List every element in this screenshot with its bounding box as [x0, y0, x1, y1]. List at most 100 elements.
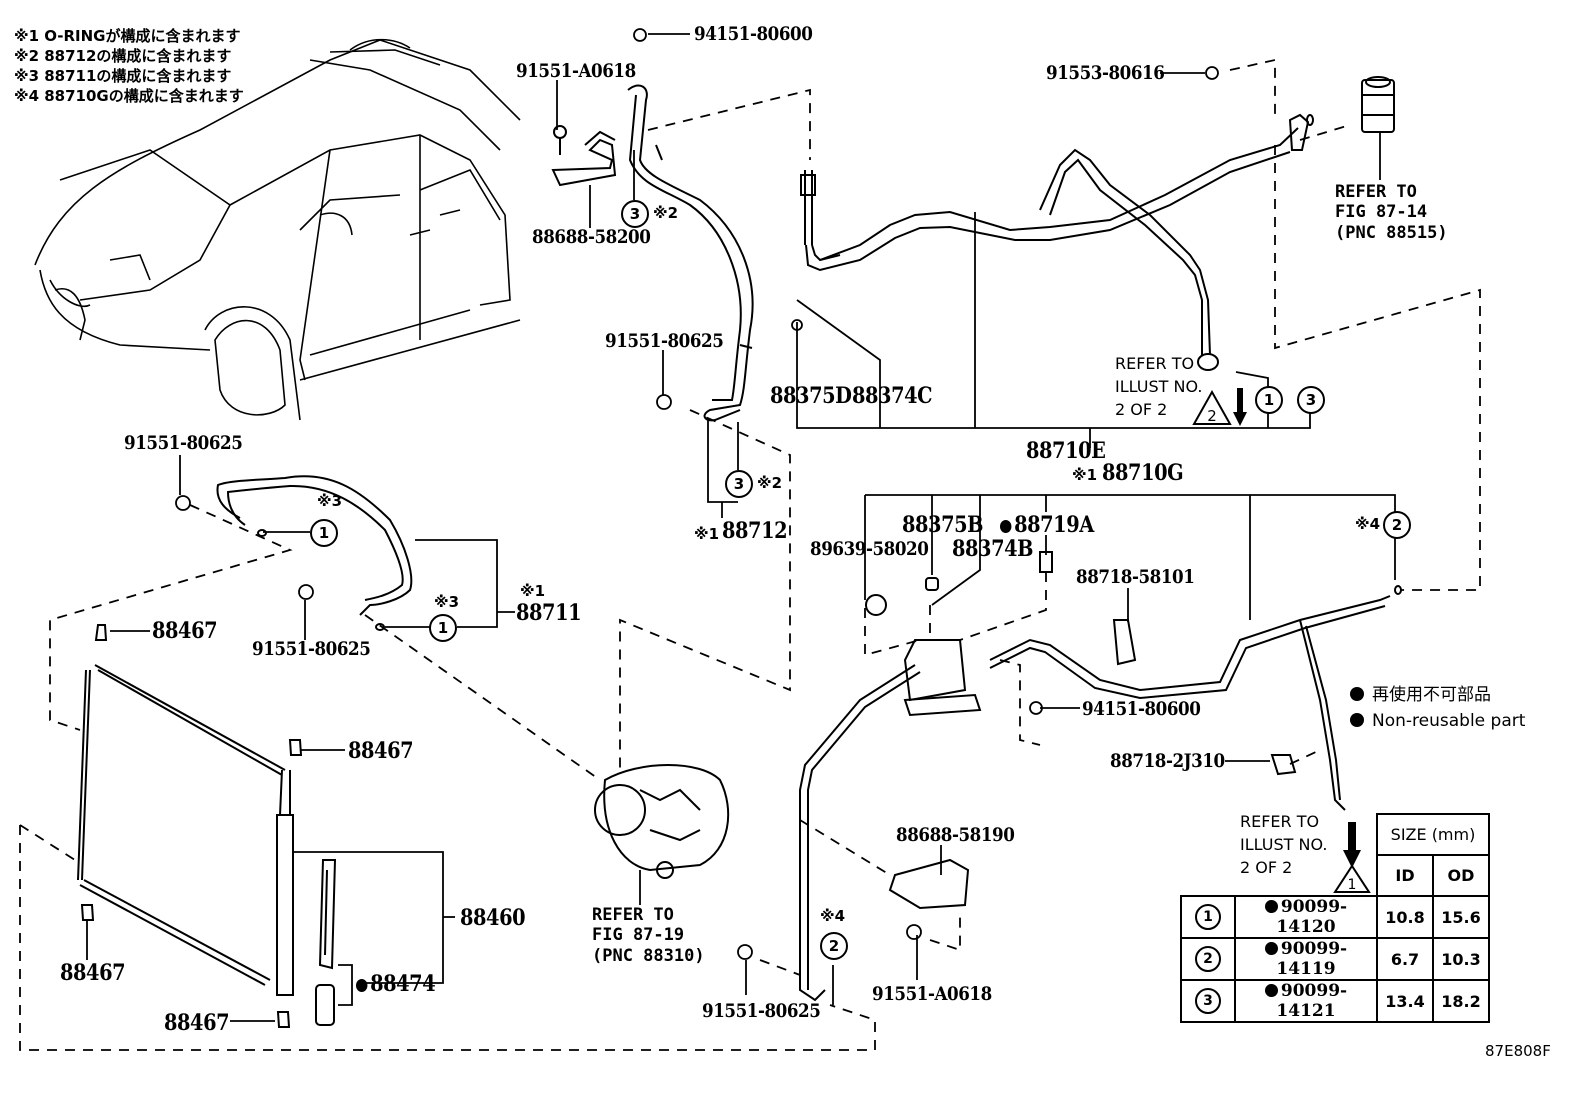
ref-illust-2-of-2-upper[interactable]: REFER TO ILLUST NO. 2 OF 2: [1115, 352, 1202, 422]
part-88719A-number: 88719A: [1014, 512, 1094, 538]
ref-line: FIG 87-19: [592, 925, 685, 946]
part-91551-A0618-bottom[interactable]: 91551-A0618: [872, 983, 992, 1005]
oring-ref-3[interactable]: 3: [1297, 386, 1325, 414]
ref-illust-2-of-2-lower[interactable]: REFER TO ILLUST NO. 2 OF 2: [1240, 810, 1327, 880]
oring-ref-2[interactable]: 2: [1383, 511, 1411, 539]
part-91551-80625-hose-upper[interactable]: 91551-80625: [605, 330, 724, 352]
vehicle-illustration: [34, 38, 521, 421]
note-mark-1: ※1: [520, 582, 546, 600]
table-row[interactable]: 3 90099-14121 13.4 18.2: [1180, 979, 1490, 1023]
legend: 再使用不可部品 Non-reusable part: [1350, 682, 1525, 734]
oring-ref-2[interactable]: 2: [820, 932, 848, 960]
hose-88711: [216, 475, 413, 631]
triangle-label: 2: [1207, 407, 1217, 425]
oring-ref-1[interactable]: 1: [1255, 386, 1283, 414]
figure-id: 87E808F: [1485, 1042, 1551, 1060]
ref-line: (PNC 88310): [592, 945, 705, 966]
table-row[interactable]: 1 90099-14120 10.8 15.6: [1180, 895, 1490, 939]
part-94151-80600-bottom[interactable]: 94151-80600: [1082, 698, 1201, 720]
condenser-88460: [77, 624, 337, 1028]
ref-line: FIG 87-14: [1335, 202, 1428, 223]
footnote-3: ※3 88711の構成に含まれます: [14, 67, 232, 85]
ref-line: 2 OF 2: [1115, 400, 1168, 420]
row-part-number: 90099-14121: [1276, 981, 1348, 1021]
ref-line: 2 OF 2: [1240, 858, 1293, 878]
dashed-guides: [19, 58, 1481, 1051]
part-88467-top-left[interactable]: 88467: [152, 618, 218, 644]
non-reusable-dot-icon: [1000, 520, 1012, 533]
part-88719A[interactable]: 88719A: [1000, 514, 1094, 536]
part-88467-bottom[interactable]: 88467: [164, 1010, 230, 1036]
part-88718-2J310[interactable]: 88718-2J310: [1110, 750, 1225, 772]
part-88712[interactable]: 88712: [722, 518, 788, 544]
ref-line: (PNC 88515): [1335, 222, 1448, 243]
arrow-down-icon: [1343, 822, 1361, 868]
part-88710E[interactable]: 88710E: [1026, 438, 1106, 464]
part-91551-80625-bottom[interactable]: 91551-80625: [702, 1000, 821, 1022]
note-mark-2: ※2: [757, 474, 783, 492]
part-88688-58200[interactable]: 88688-58200: [532, 226, 651, 248]
discharge-hose-88712: [627, 84, 754, 422]
row-part-number: 90099-14119: [1276, 939, 1348, 979]
row-id: 13.4: [1376, 979, 1434, 1023]
part-88688-58190[interactable]: 88688-58190: [896, 824, 1015, 846]
part-88467-right[interactable]: 88467: [348, 738, 414, 764]
note-mark-3: ※3: [434, 593, 460, 611]
ref-line: REFER TO: [592, 905, 674, 925]
part-94151-80600-top[interactable]: 94151-80600: [694, 23, 813, 45]
oring-ref-1[interactable]: 1: [310, 519, 338, 547]
part-89639-58020[interactable]: 89639-58020: [810, 538, 929, 560]
oring-ref-3[interactable]: 3: [725, 470, 753, 498]
suction-pipe-88710E: [800, 113, 1314, 371]
part-88375B[interactable]: 88375B: [902, 512, 984, 538]
part-91553-80616[interactable]: 91553-80616: [1046, 62, 1165, 84]
non-reusable-dot-icon: [356, 979, 368, 992]
part-88474-number: 88474: [370, 971, 436, 997]
fasteners: [175, 28, 1219, 960]
row-index: 2: [1195, 946, 1221, 972]
note-mark-1: ※1: [1072, 466, 1098, 484]
part-88467-bottom-left[interactable]: 88467: [60, 960, 126, 986]
ref-fig-87-14[interactable]: REFER TO FIG 87-14 (PNC 88515): [1335, 182, 1448, 243]
ref-line: REFER TO: [1335, 182, 1417, 202]
part-88711[interactable]: 88711: [516, 600, 582, 626]
note-mark-2: ※2: [653, 204, 679, 222]
table-row[interactable]: 2 90099-14119 6.7 10.3: [1180, 937, 1490, 981]
row-od: 18.2: [1432, 979, 1490, 1023]
non-reusable-dot-icon: [1264, 942, 1278, 955]
part-88718-58101[interactable]: 88718-58101: [1076, 566, 1195, 588]
part-88375D[interactable]: 88375D: [770, 383, 852, 409]
oring-ref-3[interactable]: 3: [621, 200, 649, 228]
ref-fig-87-19[interactable]: REFER TO FIG 87-19 (PNC 88310): [592, 905, 705, 966]
part-91551-80625-hose-lower[interactable]: 91551-80625: [252, 638, 371, 660]
col-id: ID: [1376, 854, 1434, 897]
part-88374B[interactable]: 88374B: [952, 536, 1034, 562]
footnote-4: ※4 88710Gの構成に含まれます: [14, 87, 244, 105]
ref-line: ILLUST NO.: [1240, 835, 1328, 855]
oring-size-table: SIZE (mm) ID OD 1 90099-14120 10.8 15.6 …: [1180, 813, 1490, 1023]
expansion-valve: [1361, 76, 1395, 133]
part-88374C[interactable]: 88374C: [852, 383, 933, 409]
oring-ref-1[interactable]: 1: [429, 614, 457, 642]
ref-line: REFER TO: [1115, 354, 1195, 373]
note-mark-1: ※1: [694, 525, 720, 543]
part-88460[interactable]: 88460: [460, 905, 526, 931]
footnote-2: ※2 88712の構成に含まれます: [14, 47, 232, 65]
footnote-1: ※1 O-RINGが構成に含まれます: [14, 27, 241, 45]
col-od: OD: [1432, 854, 1490, 897]
compressor: [594, 764, 730, 879]
legend-en-text: Non-reusable part: [1372, 711, 1526, 731]
part-88710G[interactable]: 88710G: [1102, 460, 1184, 486]
warning-triangle-2-icon: 2: [1192, 388, 1247, 426]
legend-jp-text: 再使用不可部品: [1372, 685, 1491, 705]
part-91551-80625-left[interactable]: 91551-80625: [124, 432, 243, 454]
bracket-88688-58200: [551, 125, 617, 187]
row-part-number: 90099-14120: [1276, 897, 1348, 937]
row-index: 1: [1195, 904, 1221, 930]
footnotes: ※1 O-RINGが構成に含まれます ※2 88712の構成に含まれます ※3 …: [14, 26, 244, 106]
row-od: 10.3: [1432, 937, 1490, 981]
part-88474[interactable]: 88474: [356, 971, 436, 997]
part-91551-A0618-top[interactable]: 91551-A0618: [516, 60, 636, 82]
note-mark-4: ※4: [820, 907, 846, 925]
